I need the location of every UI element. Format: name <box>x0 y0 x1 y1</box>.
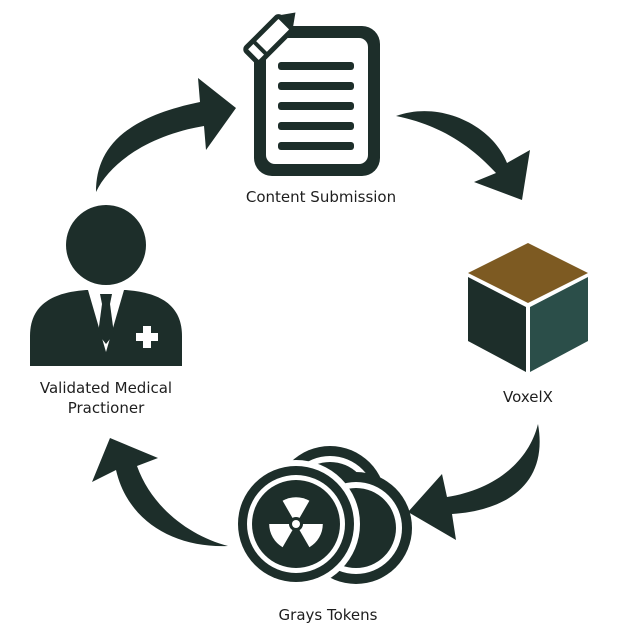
arrow-submission-to-voxelx <box>396 111 530 200</box>
label-voxelx: VoxelX <box>503 388 553 406</box>
cube-icon <box>468 243 588 372</box>
label-grays-tokens: Grays Tokens <box>279 606 378 624</box>
label-content-submission: Content Submission <box>246 188 396 206</box>
radiation-coins-icon <box>232 446 412 588</box>
arrow-tokens-to-practitioner <box>92 438 228 547</box>
label-practitioner-line1: Validated Medical <box>40 379 172 397</box>
cycle-arrows <box>92 78 540 547</box>
arrow-practitioner-to-submission <box>96 78 236 192</box>
label-practitioner-line2: Practioner <box>68 399 145 417</box>
doctor-icon <box>30 205 182 366</box>
arrow-voxelx-to-tokens <box>408 424 540 540</box>
document-pencil-icon <box>243 12 380 176</box>
